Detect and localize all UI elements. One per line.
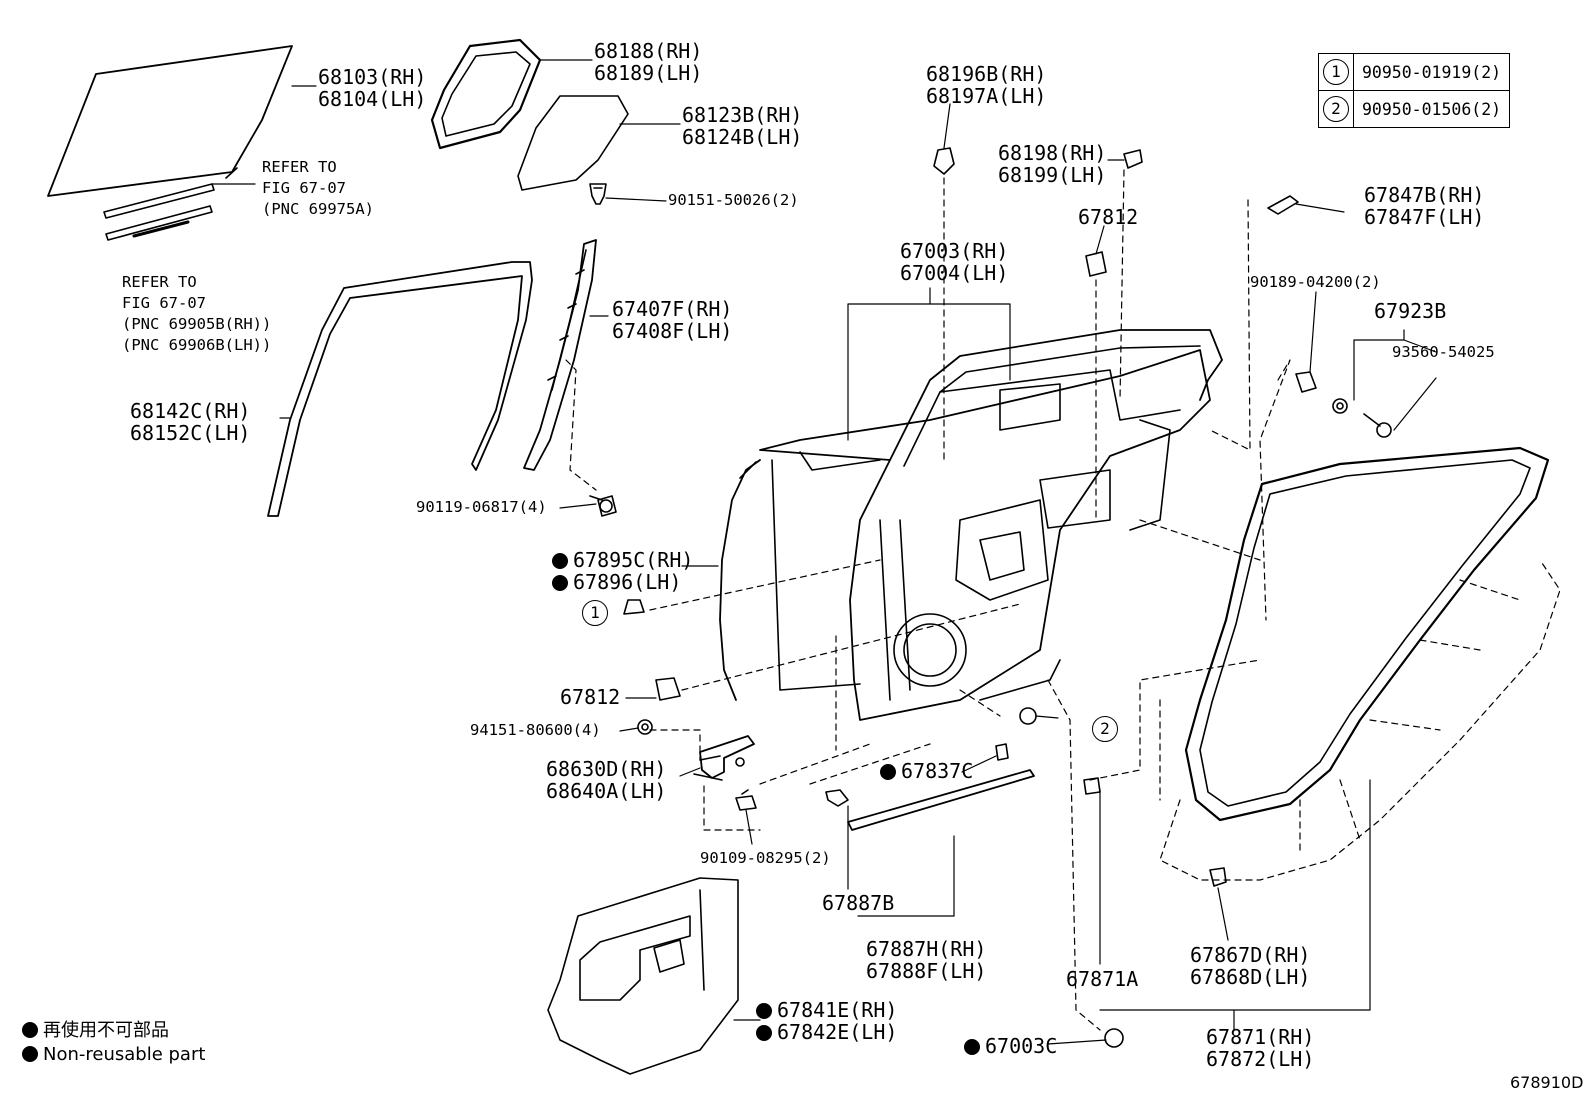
non-reusable-dot-icon [756,1003,772,1019]
part-label-67003c[interactable]: 67003C [964,1035,1057,1057]
note-non-reusable-english: Non-reusable part [22,1044,205,1065]
part-label-68198[interactable]: 68198(RH)68199(LH) [998,141,1107,187]
non-reusable-dot-icon [22,1046,38,1062]
non-reusable-dot-icon [880,764,896,780]
part-label-68630d[interactable]: 68630D(RH)68640A(LH) [546,757,667,803]
non-reusable-dot-icon [22,1022,38,1038]
clip-67887b [825,789,849,807]
part-label-67887b[interactable]: 67887B [822,891,895,915]
legend-row: 2 90950-01506(2) [1318,90,1511,128]
part-label-68188[interactable]: 68188(RH)68189(LH) [594,39,703,85]
part-label-90189[interactable]: 90189-04200(2) [1250,273,1381,291]
patch-67812-right [1085,251,1107,277]
clip-67923b [1332,398,1348,414]
callout-2[interactable]: 2 [1092,716,1118,742]
non-reusable-dot-icon [964,1039,980,1055]
part-label-67887h[interactable]: 67887H(RH)67888F(LH) [866,937,987,983]
clip-68198 [1123,149,1143,169]
non-reusable-dot-icon [552,553,568,569]
dashed-assembly-lines [565,169,1561,1031]
nut-94151 [637,719,653,735]
part-label-67837c[interactable]: 67837C [880,760,973,782]
part-label-67841e[interactable]: 67841E(RH)67842E(LH) [756,999,897,1043]
clip-67867d [1209,867,1227,887]
grommet-part [1019,707,1037,725]
belt-moulding [847,769,1035,831]
clip-67871a [1083,777,1101,795]
plug-67003c [1104,1028,1124,1048]
leader-lines [211,59,1437,1045]
note-non-reusable-chinese: 再使用不可部品 [22,1016,169,1042]
part-label-67867d[interactable]: 67867D(RH)67868D(LH) [1190,943,1311,989]
glass-run-weatherstrip [267,261,533,517]
part-label-67847b[interactable]: 67847B(RH)67847F(LH) [1364,183,1485,229]
legend-row: 1 90950-01919(2) [1318,53,1511,91]
door-hinge [693,735,755,781]
part-label-68196b[interactable]: 68196B(RH)68197A(LH) [926,62,1047,108]
part-label-90119[interactable]: 90119-06817(4) [416,498,547,516]
door-glass-part [47,45,293,197]
non-reusable-dot-icon [552,575,568,591]
patch-67812-left [655,677,681,701]
part-label-67871a[interactable]: 67871A [1066,967,1139,991]
callout-2-marker: 2 [1323,96,1349,122]
part-label-67812-left[interactable]: 67812 [560,685,621,709]
division-bar [523,239,597,471]
quarter-glass [517,95,629,191]
part-label-67923b[interactable]: 67923B [1374,299,1447,323]
part-67847b [1267,195,1299,215]
part-label-90109[interactable]: 90109-08295(2) [700,849,831,867]
part-label-68142c[interactable]: 68142C(RH)68152C(LH) [130,399,251,445]
part-label-94151[interactable]: 94151-80600(4) [470,721,601,739]
part-label-67407f[interactable]: 67407F(RH)67408F(LH) [612,297,733,343]
legend-part-number: 90950-01919(2) [1352,53,1511,91]
callout-1-marker: 1 [1323,59,1349,85]
part-label-68103[interactable]: 68103(RH)68104(LH) [318,65,427,111]
bolt-90189 [1295,371,1317,393]
part-label-93560[interactable]: 93560-54025 [1392,343,1495,361]
clip-67837c [995,743,1009,761]
clip-68196b [933,147,955,175]
screw-93560 [1363,413,1392,438]
door-panel [759,329,1223,721]
part-label-67812-right[interactable]: 67812 [1078,205,1139,229]
service-hole-cover [547,877,739,1075]
part-label-67003[interactable]: 67003(RH)67004(LH) [900,239,1009,285]
part-label-68123b[interactable]: 68123B(RH)68124B(LH) [682,103,803,149]
door-weatherstrip [1184,446,1550,822]
part-label-67895c[interactable]: 67895C(RH)67896(LH) [552,549,693,593]
fastener-legend-table: 1 90950-01919(2) 2 90950-01506(2) [1318,53,1511,128]
callout-1[interactable]: 1 [582,600,608,626]
non-reusable-dot-icon [756,1025,772,1041]
part-label-90151[interactable]: 90151-50026(2) [668,191,799,209]
bolt-90119 [589,495,617,517]
quarter-window-frame [430,38,542,150]
bolt-90109 [735,789,757,811]
part-label-67871[interactable]: 67871(RH)67872(LH) [1206,1025,1315,1071]
illustration-code: 678910D [1510,1073,1584,1092]
legend-part-number: 90950-01506(2) [1352,90,1511,128]
outer-seal-strip [719,459,761,701]
plug-part [623,599,645,615]
clip-90151 [589,183,607,205]
glass-run-strips [103,183,215,241]
